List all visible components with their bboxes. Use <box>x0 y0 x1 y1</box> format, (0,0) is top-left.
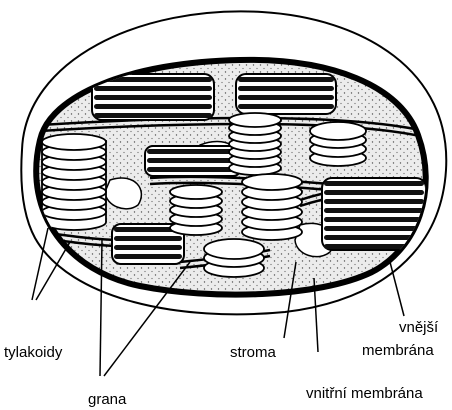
label-inner-membrane: vnitřní membrána <box>306 385 423 402</box>
granum-dark-top <box>92 74 214 120</box>
granum-dark-right-top <box>236 74 336 114</box>
granum-white-right <box>310 122 366 166</box>
granum-white-left <box>42 134 106 230</box>
granum-white-center <box>170 185 222 235</box>
granum-white-center-right <box>242 174 302 240</box>
label-outer-membrane-line1: vnější <box>399 319 439 336</box>
label-outer-membrane-line2: membrána <box>362 342 434 359</box>
granum-dark-center <box>145 146 241 176</box>
granum-white-bottom <box>204 239 264 277</box>
granum-white-top-center <box>229 113 281 175</box>
label-grana: grana <box>88 391 127 408</box>
label-tylakoidy: tylakoidy <box>4 344 63 361</box>
label-stroma: stroma <box>230 344 277 361</box>
